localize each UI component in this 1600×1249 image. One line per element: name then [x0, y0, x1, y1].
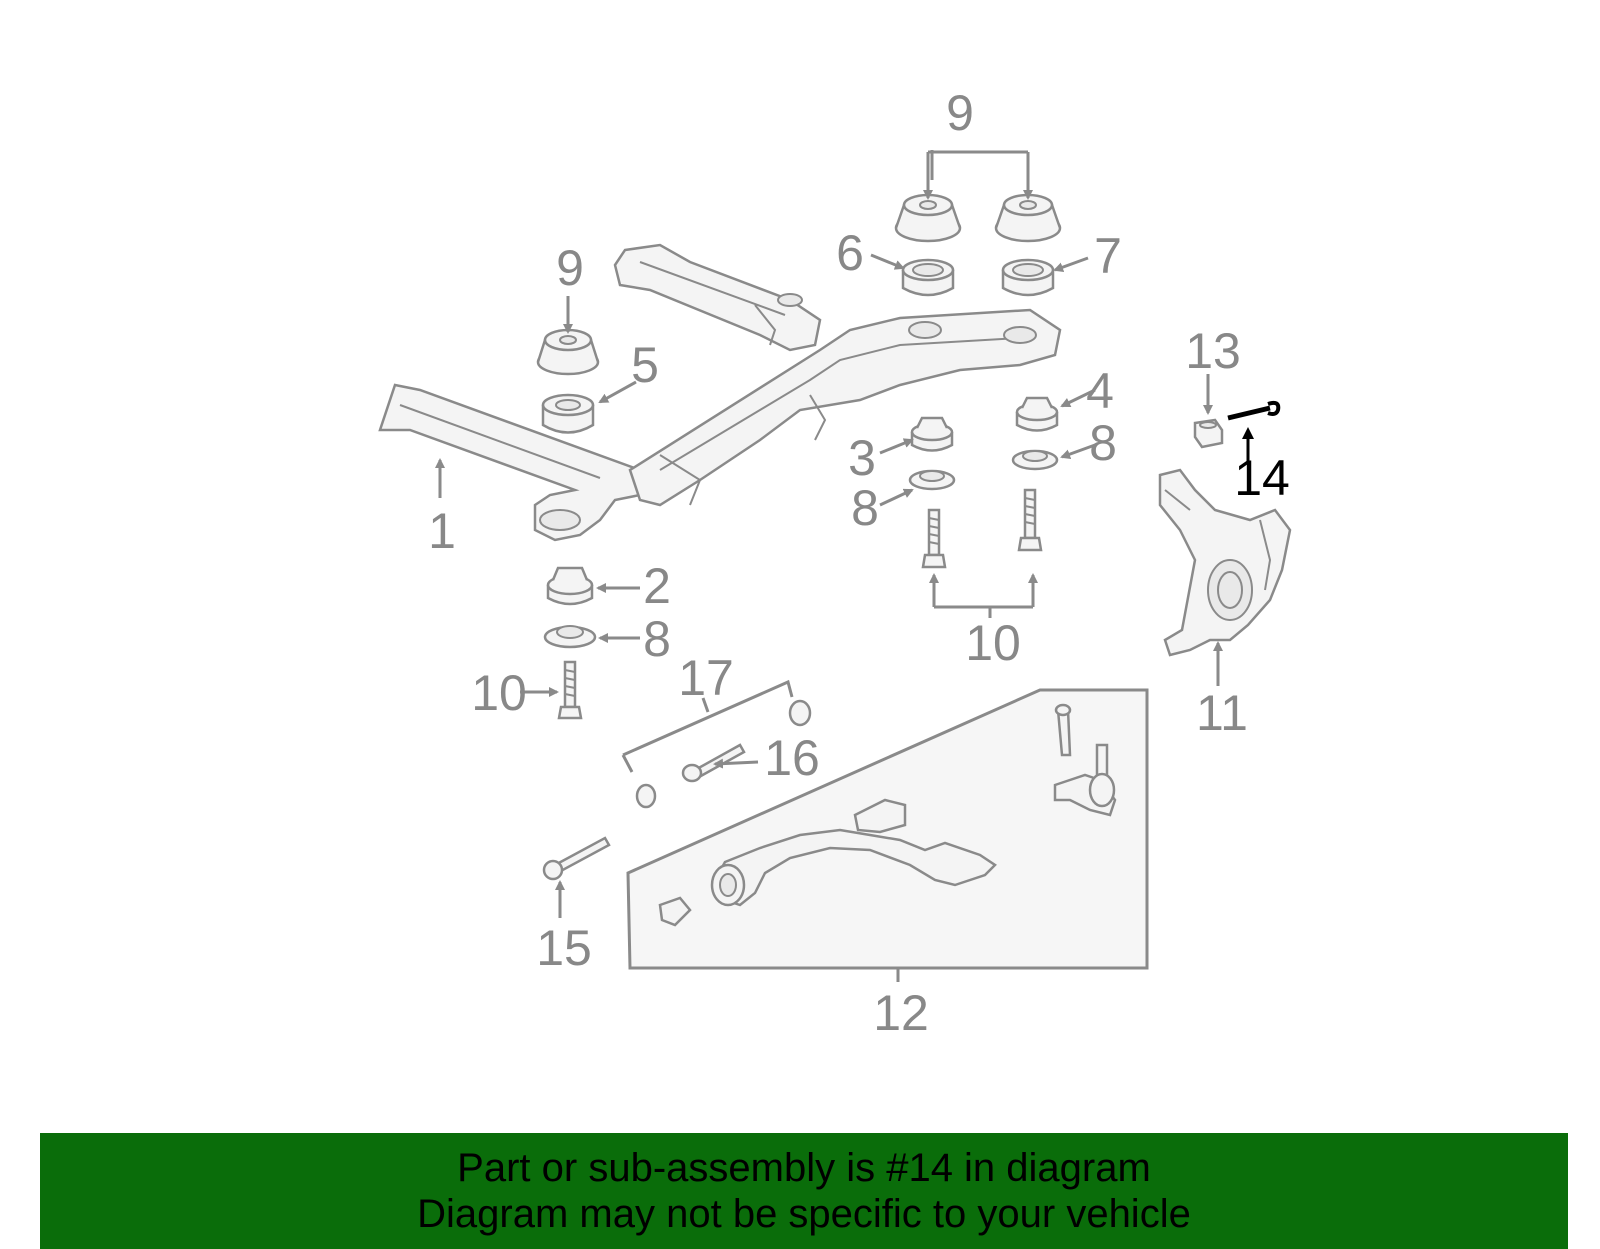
callout-10-left: 10 — [471, 665, 527, 721]
callout-14: 14 — [1234, 450, 1290, 506]
washer-8-right — [1011, 449, 1059, 471]
mount-5 — [541, 393, 595, 434]
mount-4 — [1015, 396, 1059, 432]
leader-lines — [435, 150, 1254, 982]
callout-6: 6 — [836, 225, 864, 281]
control-arm-box — [626, 688, 1149, 970]
callout-10-center: 10 — [965, 615, 1021, 671]
nut-13 — [1193, 418, 1224, 449]
bolt-10-left — [557, 660, 583, 720]
mount-9-center-right — [994, 193, 1062, 243]
callout-2: 2 — [643, 558, 671, 614]
callout-labels: 9 9 6 7 5 13 4 8 3 14 8 1 2 8 10 17 10 1… — [428, 85, 1290, 1041]
callout-7: 7 — [1094, 228, 1122, 284]
steering-knuckle — [1158, 468, 1292, 657]
callout-1: 1 — [428, 503, 456, 559]
mount-7 — [1001, 258, 1055, 297]
callout-15: 15 — [536, 920, 592, 976]
mount-3 — [910, 416, 954, 452]
bolt-15 — [542, 836, 611, 881]
bolt-10-right — [1017, 488, 1043, 552]
callout-17: 17 — [678, 650, 734, 706]
callout-3: 3 — [848, 430, 876, 486]
mount-6 — [901, 258, 955, 297]
mount-9-left — [536, 328, 600, 376]
callout-8-right: 8 — [1089, 415, 1117, 471]
callout-13: 13 — [1185, 323, 1241, 379]
mount-2 — [546, 566, 594, 606]
callout-12: 12 — [873, 985, 929, 1041]
callout-5: 5 — [631, 337, 659, 393]
callout-9-top: 9 — [946, 85, 974, 141]
washer-8-center — [908, 469, 956, 491]
info-banner: Part or sub-assembly is #14 in diagram D… — [40, 1133, 1568, 1249]
callout-11: 11 — [1196, 685, 1248, 741]
callout-4: 4 — [1086, 363, 1114, 419]
washer-8-left — [543, 625, 597, 649]
callout-16: 16 — [764, 730, 820, 786]
banner-line-2: Diagram may not be specific to your vehi… — [417, 1192, 1191, 1236]
cotter-pin-14 — [1227, 400, 1281, 421]
bolt-10-center — [921, 508, 947, 569]
clips-17 — [635, 699, 812, 809]
mount-9-center-left — [894, 193, 962, 243]
callout-9-left: 9 — [556, 240, 584, 296]
banner-line-1: Part or sub-assembly is #14 in diagram — [457, 1146, 1151, 1190]
callout-8-left: 8 — [643, 611, 671, 667]
callout-8-center: 8 — [851, 480, 879, 536]
subframe — [378, 243, 1062, 542]
